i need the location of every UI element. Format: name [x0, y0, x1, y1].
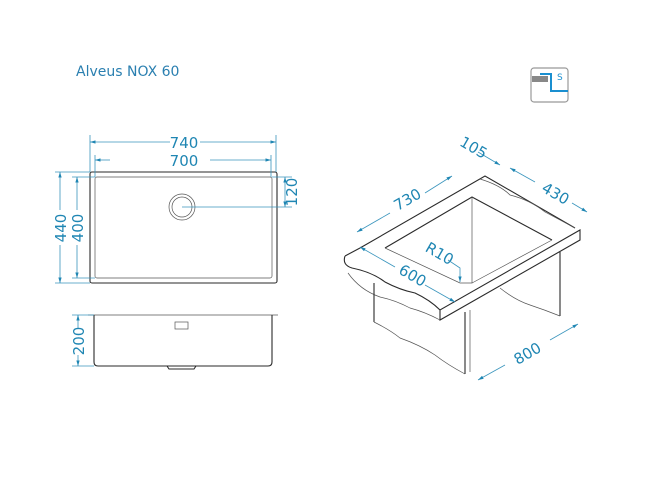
top-view: 740 700 440 400 120	[52, 134, 301, 284]
dim-105: 105	[457, 133, 491, 163]
product-title: Alveus NOX 60	[76, 64, 180, 80]
dim-740: 740	[170, 134, 199, 152]
dim-200: 200	[70, 327, 88, 356]
dim-800: 800	[511, 339, 545, 369]
isometric-view: 730 105 430 600 R10 800	[343, 133, 588, 381]
dim-120: 120	[283, 178, 301, 207]
dim-600: 600	[396, 261, 430, 291]
dim-700: 700	[170, 152, 199, 170]
dim-730: 730	[391, 185, 425, 215]
dim-440: 440	[52, 214, 70, 243]
side-view: 200	[70, 314, 278, 370]
dim-430: 430	[539, 179, 573, 209]
dim-400: 400	[69, 214, 87, 243]
undermount-sink-icon: S	[530, 67, 569, 103]
dim-r10: R10	[422, 238, 457, 268]
icon-letter: S	[557, 73, 563, 83]
